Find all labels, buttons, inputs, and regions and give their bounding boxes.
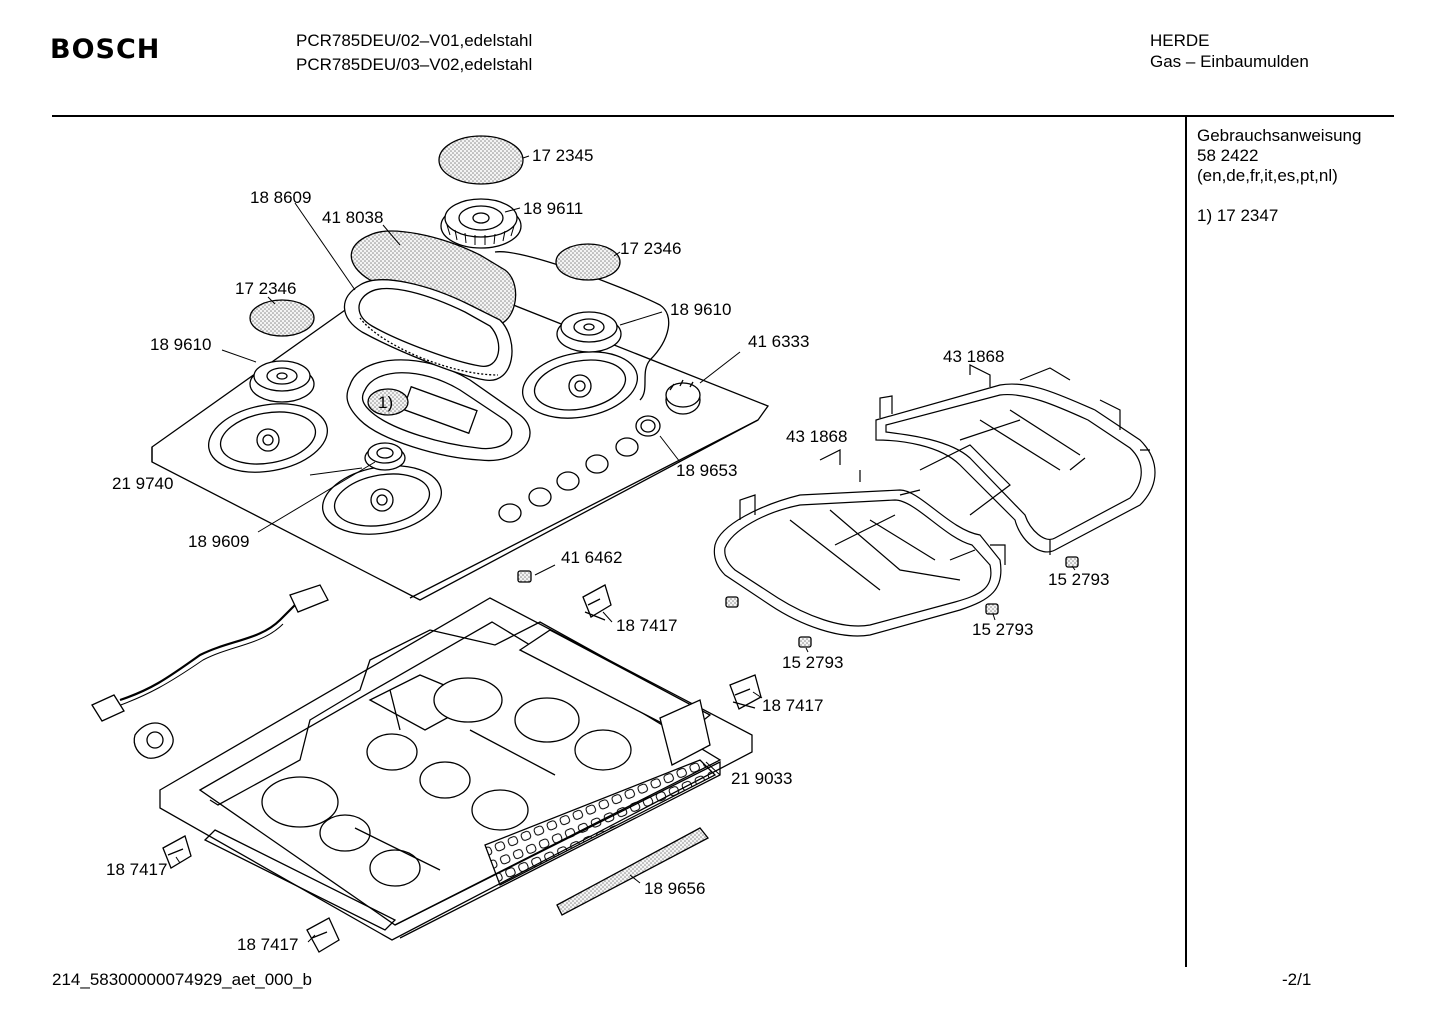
burner-right <box>556 311 622 353</box>
label-burner-left: 18 9610 <box>150 335 211 354</box>
bracket-d <box>306 917 340 953</box>
bracket-b <box>729 674 762 710</box>
foot-left <box>798 636 812 648</box>
label-foot-left: 15 2793 <box>782 653 843 672</box>
label-ring-knob: 18 9653 <box>676 461 737 480</box>
grate-left <box>713 449 1006 637</box>
sidebar-footnote: 1) 17 2347 <box>1197 206 1279 225</box>
label-cap-small-right: 17 2346 <box>620 239 681 258</box>
footnote-marker <box>367 388 409 416</box>
label-cap-large: 17 2345 <box>532 146 593 165</box>
power-cable <box>91 584 329 722</box>
brand-logo: BOSCH <box>50 34 161 65</box>
oval-cap-and-seal <box>343 230 517 381</box>
label-foot-right: 15 2793 <box>1048 570 1109 589</box>
label-hob-top: 21 9740 <box>112 474 173 493</box>
part-labels: 17 2345 18 8609 41 8038 18 9611 17 2346 … <box>106 146 1109 954</box>
label-clip-small: 41 6462 <box>561 548 622 567</box>
sidebar-divider <box>1185 117 1187 967</box>
label-cap-small-left: 17 2346 <box>235 279 296 298</box>
burner-front <box>364 442 406 471</box>
label-base-tray: 21 9033 <box>731 769 792 788</box>
sidebar-doc-number: 58 2422 <box>1197 146 1259 165</box>
foot-extra <box>725 596 739 608</box>
foot-right <box>1065 556 1079 568</box>
drawing-id: 214_58300000074929_aet_000_b <box>52 970 312 989</box>
burner-top <box>440 198 522 249</box>
cap-small-left <box>249 299 315 337</box>
model-line-1: PCR785DEU/02–V01,edelstahl <box>296 31 533 50</box>
sidebar-doc-title: Gebrauchsanweisung <box>1197 126 1362 145</box>
model-line-2: PCR785DEU/03–V02,edelstahl <box>296 55 533 74</box>
knob <box>665 379 701 415</box>
label-burner-front: 18 9609 <box>188 532 249 551</box>
header-divider <box>52 115 1394 117</box>
category-line-1: HERDE <box>1150 31 1210 50</box>
category-line-2: Gas – Einbaumulden <box>1150 52 1309 71</box>
label-foot-mid: 15 2793 <box>972 620 1033 639</box>
label-grate-left: 43 1868 <box>786 427 847 446</box>
burner-left <box>249 360 315 403</box>
clip-small <box>517 570 532 583</box>
label-bracket-d: 18 7417 <box>237 935 298 954</box>
cap-small-right <box>555 243 621 281</box>
leader-lines <box>175 155 1076 943</box>
strip <box>556 827 709 916</box>
cable-connector <box>133 722 174 759</box>
label-seal-long: 18 8609 <box>250 188 311 207</box>
grate-right <box>875 364 1156 555</box>
bracket-a <box>582 584 612 621</box>
label-bracket-c: 18 7417 <box>106 860 167 879</box>
label-knob: 41 6333 <box>748 332 809 351</box>
label-burner-top: 18 9611 <box>523 199 583 218</box>
page-number: -2/1 <box>1282 970 1312 989</box>
sidebar-doc-languages: (en,de,fr,it,es,pt,nl) <box>1197 166 1338 185</box>
label-bracket-a: 18 7417 <box>616 616 677 635</box>
foot-mid <box>985 603 999 615</box>
label-cap-oval: 41 8038 <box>322 208 383 227</box>
label-bracket-b: 18 7417 <box>762 696 823 715</box>
bracket-c <box>162 835 192 869</box>
ring-knob <box>635 415 661 437</box>
label-strip: 18 9656 <box>644 879 705 898</box>
label-footnote-marker: 1) <box>378 393 393 412</box>
base-tray <box>159 597 753 941</box>
label-grate-right: 43 1868 <box>943 347 1004 366</box>
label-burner-right: 18 9610 <box>670 300 731 319</box>
cap-large <box>438 135 524 185</box>
